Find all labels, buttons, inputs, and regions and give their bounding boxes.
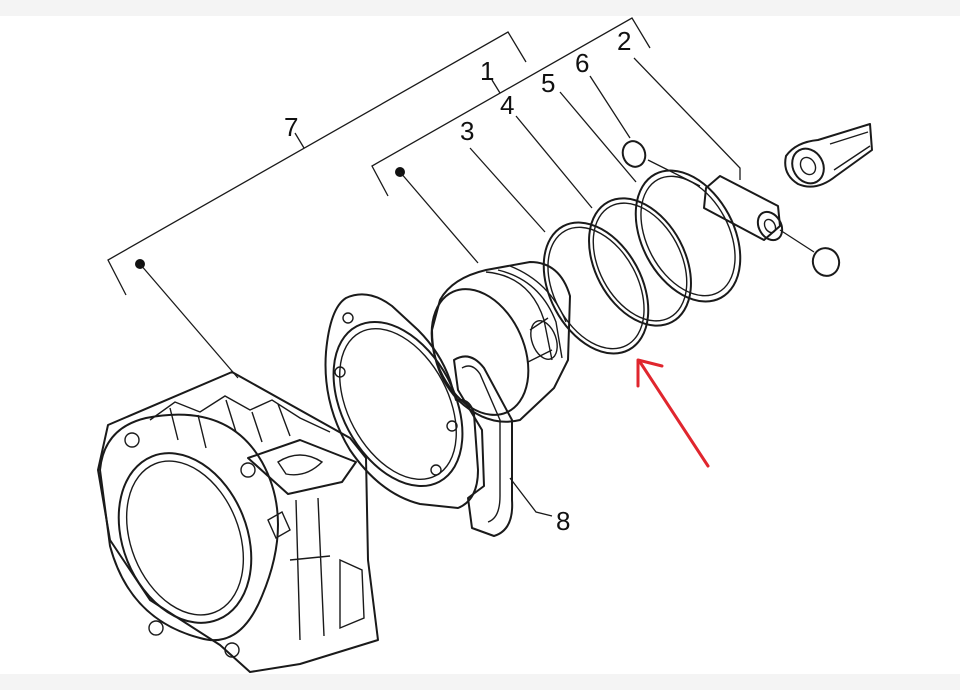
red-arrow [636, 358, 710, 468]
piston-rings [542, 169, 742, 355]
label-7: 7 [284, 112, 298, 142]
label-3: 3 [460, 116, 474, 146]
label-2: 2 [617, 26, 631, 56]
diagram-panel [0, 16, 960, 674]
label-4: 4 [500, 90, 514, 120]
label-8: 8 [556, 506, 570, 536]
label-6: 6 [575, 48, 589, 78]
leader-lines [469, 57, 741, 517]
cylinder-block [97, 371, 379, 673]
bracket-7 [107, 31, 527, 379]
connecting-rod [784, 123, 873, 188]
piston-pin [647, 159, 815, 253]
piston [430, 261, 571, 423]
label-1: 1 [480, 56, 494, 86]
bracket-1 [371, 17, 651, 264]
pin-clips [621, 140, 841, 277]
label-5: 5 [541, 68, 555, 98]
chain-guide-gasket [453, 355, 514, 537]
